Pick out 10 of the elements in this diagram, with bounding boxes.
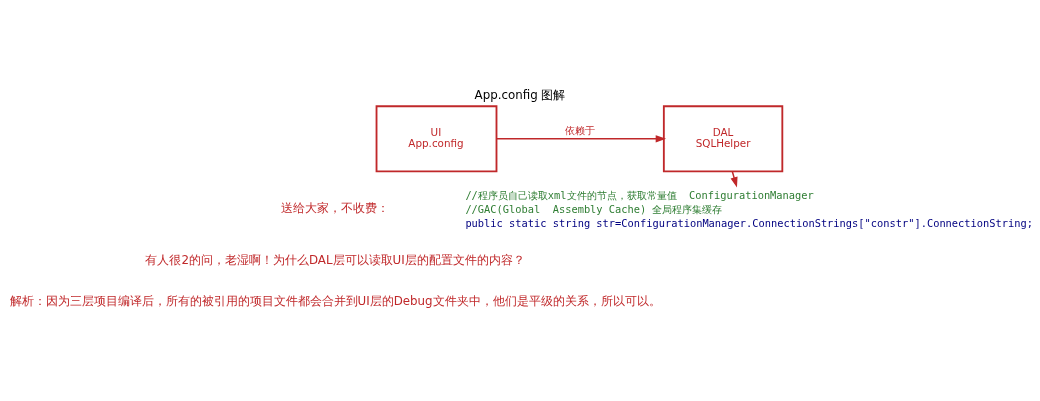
label: 送给大家，不收费：: [281, 200, 390, 215]
node-text: //程序员自己读取xml文件的节点，获取常量值 ConfigurationManager //GAC(Global Assembly Cache) 全局程序集缓存 public static string str=ConfigurationManager.ConnectionStrings["constr"].ConnectionString;: [465, 188, 1033, 229]
diagram-title: App.config 图解: [474, 87, 566, 102]
node-box: UI App.config: [375, 104, 498, 172]
edge-label: 依赖于: [565, 123, 596, 136]
node-box: DAL SQLHelper: [662, 104, 784, 172]
label: 有人很2的问，老湿啊！为什么DAL层可以读取UI层的配置文件的内容？: [145, 252, 525, 267]
arrow: [495, 134, 667, 142]
arrow: [730, 170, 738, 188]
label: 解析：因为三层项目编译后，所有的被引用的项目文件都会合并到UI层的Debug文件夹中，他们是平级的关系，所以可以。: [9, 293, 661, 308]
